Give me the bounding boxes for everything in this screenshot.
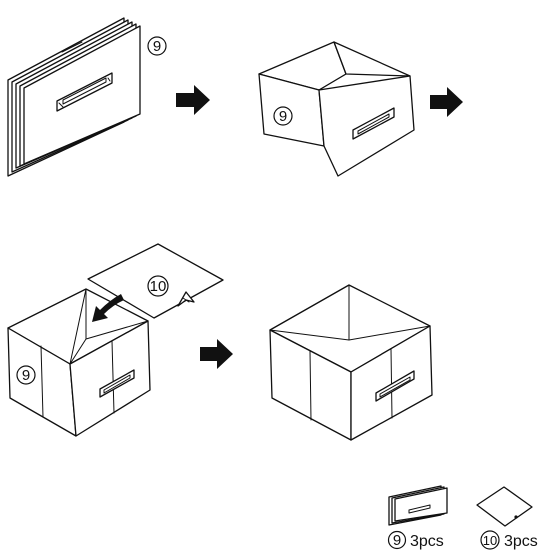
arrow-right-icon <box>176 85 210 115</box>
arrow-right-icon <box>430 87 463 117</box>
part-9-number: 9 <box>22 367 30 384</box>
step-1-folded-panel: 9 <box>7 17 167 177</box>
part-9-label: 9 <box>16 365 36 385</box>
curved-arrow-icon <box>92 294 124 322</box>
parts-list: 9 3pcs 10 3pcs <box>387 485 538 550</box>
parts-list-item-9: 9 3pcs <box>387 530 444 550</box>
parts-list-base-thumbnail <box>476 486 533 527</box>
part-9-label: 9 <box>273 106 293 126</box>
part-10-label: 10 <box>147 275 169 297</box>
step-4-finished-box <box>269 284 433 441</box>
part-9-number: 9 <box>153 38 161 55</box>
parts-list-part-number: 9 <box>393 532 401 549</box>
step-2-unfolding-box: 9 <box>258 41 415 177</box>
part-9-number: 9 <box>279 108 287 125</box>
handle-icon <box>99 369 135 398</box>
handle-icon <box>352 107 395 140</box>
part-9-label: 9 <box>147 36 167 56</box>
parts-list-quantity: 3pcs <box>504 533 538 550</box>
handle-icon <box>56 72 113 112</box>
parts-list-part-number: 10 <box>483 533 497 548</box>
step-3-insert-base: 10 9 <box>7 243 224 437</box>
parts-list-panel-thumbnail <box>388 485 448 526</box>
parts-list-item-10: 10 3pcs <box>480 530 538 550</box>
base-tab <box>177 291 195 307</box>
part-10-number: 10 <box>150 278 167 295</box>
parts-list-quantity: 3pcs <box>410 533 444 550</box>
handle-icon <box>375 370 415 402</box>
arrow-right-icon <box>200 339 233 369</box>
